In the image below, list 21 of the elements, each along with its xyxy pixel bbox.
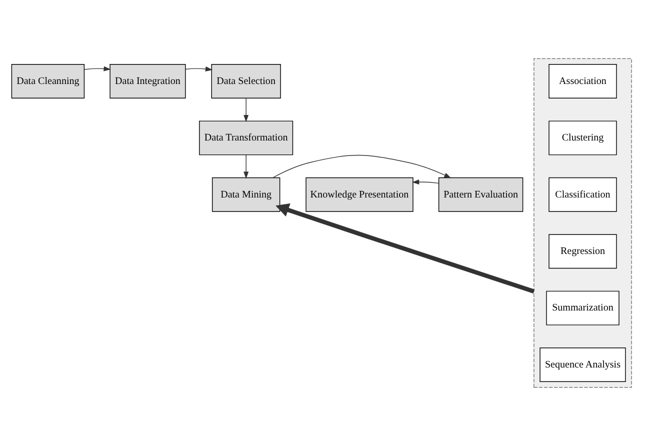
arrow — [185, 66, 213, 72]
node-box: Association — [548, 64, 617, 98]
cluster — [534, 58, 632, 388]
arrow — [276, 203, 535, 294]
arrow — [412, 179, 440, 184]
node-box: Pattern Evaluation — [438, 177, 524, 212]
node-box: Data Transformation — [199, 120, 294, 156]
node-box: Sequence Analysis — [540, 348, 626, 382]
arrow — [244, 98, 249, 122]
node-box: Clustering — [548, 120, 617, 156]
node-box: Data Mining — [212, 177, 280, 212]
node-box: Data Integration — [110, 64, 186, 98]
node-box: Classification — [548, 177, 617, 212]
node-box: Summarization — [546, 290, 620, 326]
node-box: Data Selection — [211, 64, 281, 98]
arrow — [84, 66, 111, 72]
arrow — [272, 154, 452, 178]
arrow — [244, 154, 249, 179]
node-box: Data Cleanning — [11, 64, 85, 98]
node-box: Regression — [548, 234, 617, 269]
node-box: Knowledge Presentation — [306, 177, 414, 212]
